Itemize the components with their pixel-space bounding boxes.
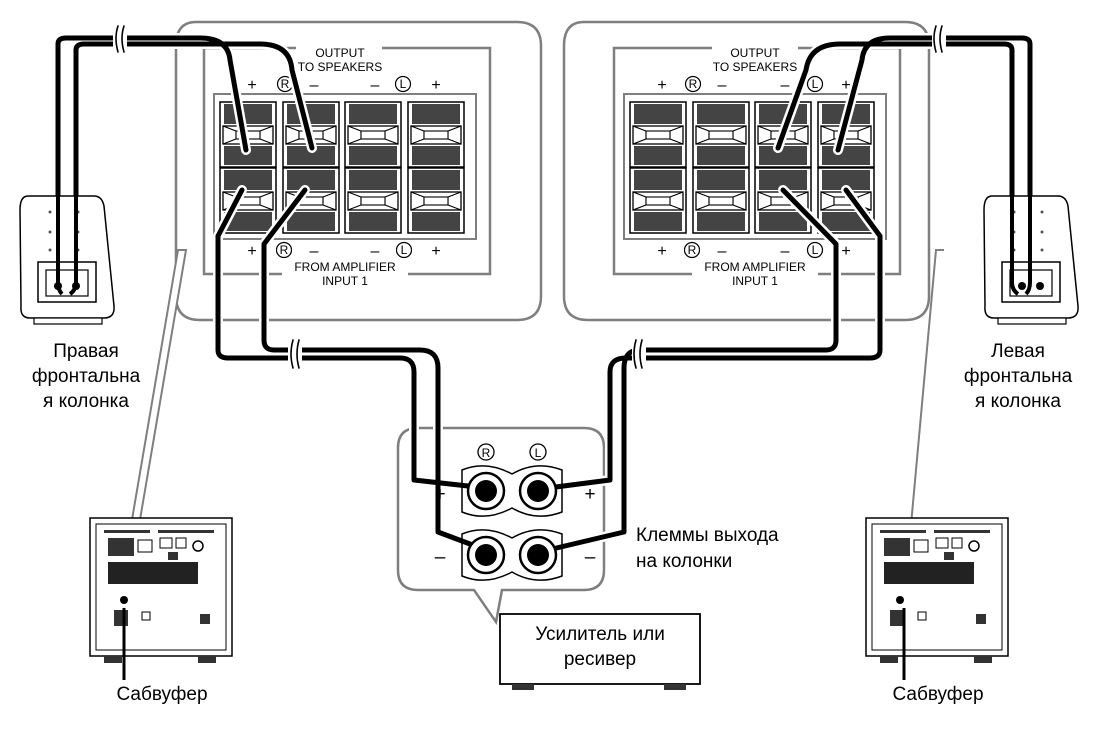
svg-text:+: + [247, 243, 256, 260]
svg-text:+: + [584, 484, 595, 505]
terminals-caption: Клеммы выхода [636, 525, 779, 546]
subwoofer-label-right: Сабвуфер [892, 684, 983, 705]
right-speaker-label-3: я колонка [43, 391, 129, 412]
output-label: OUTPUT [315, 46, 365, 60]
input1-label: INPUT 1 [322, 274, 368, 288]
terminals-caption-2: на колонки [636, 551, 732, 572]
svg-text:+: + [657, 77, 666, 94]
amplifier-binding-posts: R L + + – – [434, 443, 596, 581]
svg-text:–: – [310, 243, 319, 260]
svg-text:L: L [812, 243, 819, 257]
amp-l-mark: L [535, 446, 542, 460]
svg-text:+: + [841, 77, 850, 94]
l-channel-mark: L [400, 77, 407, 91]
svg-text:+: + [657, 243, 666, 260]
right-panel-labels: OUTPUT TO SPEAKERS + R – – L + + R – – L… [247, 44, 441, 288]
svg-text:+: + [431, 77, 440, 94]
svg-text:L: L [812, 77, 819, 91]
speaker-cables [53, 25, 1035, 555]
r-channel-mark: R [281, 77, 290, 91]
svg-text:INPUT 1: INPUT 1 [732, 274, 778, 288]
svg-text:–: – [718, 243, 727, 260]
svg-text:FROM AMPLIFIER: FROM AMPLIFIER [704, 260, 806, 274]
svg-text:R: R [280, 243, 289, 257]
svg-text:R: R [688, 243, 697, 257]
receiver-label: ресивер [564, 649, 636, 670]
svg-text:TO SPEAKERS: TO SPEAKERS [713, 60, 797, 74]
left-panel-labels: OUTPUT TO SPEAKERS + R – – L + + R – – L… [657, 44, 851, 288]
svg-text:–: – [435, 547, 446, 568]
svg-text:–: – [718, 77, 727, 94]
right-front-speaker [19, 195, 115, 325]
svg-text:R: R [689, 77, 698, 91]
svg-text:–: – [310, 77, 319, 94]
right-speaker-label: Правая [53, 341, 119, 362]
amplifier-label: Усилитель или [535, 624, 665, 645]
svg-text:+: + [434, 484, 445, 505]
amplifier-terminals-panel [396, 426, 606, 626]
svg-text:–: – [781, 243, 790, 260]
subwoofer-label-left: Сабвуфер [116, 684, 207, 705]
amplifier-box: Усилитель или ресивер [499, 613, 701, 690]
svg-text:–: – [371, 243, 380, 260]
left-speaker-label-3: я колонка [975, 391, 1061, 412]
svg-text:OUTPUT: OUTPUT [730, 46, 780, 60]
svg-text:+: + [841, 243, 850, 260]
svg-text:L: L [401, 243, 408, 257]
left-speaker-label-2: фронтальна [964, 366, 1073, 387]
right-speaker-label-2: фронтальна [32, 366, 141, 387]
to-speakers-label: TO SPEAKERS [298, 60, 382, 74]
svg-text:+: + [247, 77, 256, 94]
right-subwoofer [865, 517, 1009, 680]
amp-r-mark: R [482, 446, 491, 460]
left-subwoofer [89, 517, 233, 680]
svg-text:–: – [781, 77, 790, 94]
left-speaker-label: Левая [991, 341, 1045, 362]
svg-text:–: – [371, 77, 380, 94]
svg-text:+: + [431, 243, 440, 260]
from-amplifier-label: FROM AMPLIFIER [294, 260, 396, 274]
svg-text:–: – [585, 547, 596, 568]
